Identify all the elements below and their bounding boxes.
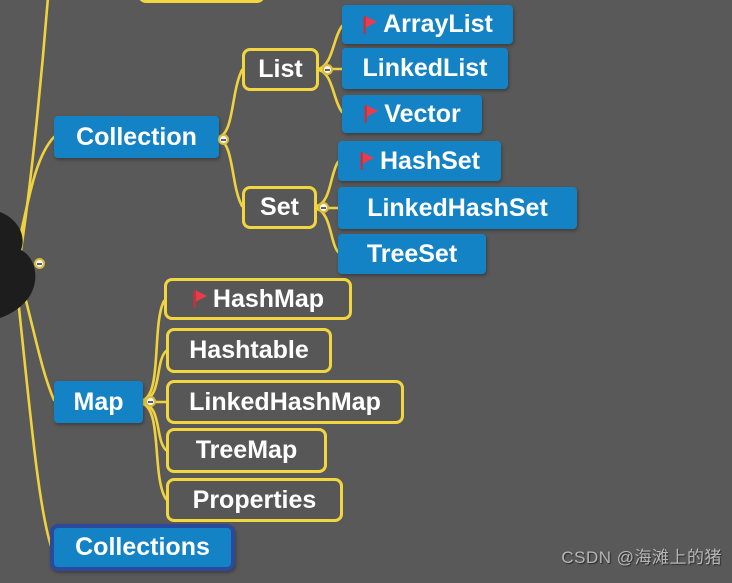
topic-label: Hashtable bbox=[189, 336, 309, 364]
line-set-hashset bbox=[315, 160, 340, 208]
topic-offscreen-edge[interactable] bbox=[138, 0, 265, 3]
flag-icon bbox=[192, 289, 208, 309]
flag-icon bbox=[359, 151, 375, 171]
topic-label: TreeMap bbox=[195, 436, 298, 464]
flag-icon bbox=[363, 104, 379, 124]
topic-label: Map bbox=[73, 387, 124, 416]
topic-label: LinkedHashMap bbox=[189, 387, 381, 416]
topic-map[interactable]: Map bbox=[54, 381, 143, 423]
topic-collection[interactable]: Collection bbox=[54, 116, 219, 158]
topic-treemap[interactable]: TreeMap bbox=[166, 428, 327, 473]
line-map-properties bbox=[141, 402, 168, 501]
watermark-text: CSDN @海滩上的猪 bbox=[561, 548, 722, 567]
topic-hashtable[interactable]: Hashtable bbox=[166, 328, 332, 373]
topic-vector[interactable]: Vector bbox=[342, 95, 482, 133]
topic-label: Vector bbox=[384, 99, 461, 128]
topic-collections[interactable]: Collections bbox=[50, 524, 235, 571]
line-list-vector bbox=[317, 68, 344, 114]
line-collection-list bbox=[217, 68, 244, 139]
topic-label: Collections bbox=[75, 533, 210, 561]
topic-linkedhashset[interactable]: LinkedHashSet bbox=[338, 187, 577, 229]
topic-arraylist[interactable]: ArrayList bbox=[342, 5, 513, 44]
topic-linkedhashmap[interactable]: LinkedHashMap bbox=[166, 380, 404, 424]
collapse-handle-root[interactable] bbox=[34, 258, 45, 269]
watermark: CSDN @海滩上的猪 bbox=[561, 543, 722, 568]
collapse-handle-set[interactable] bbox=[318, 202, 329, 213]
line-list-arraylist bbox=[317, 24, 344, 71]
topic-label: Set bbox=[260, 193, 299, 221]
topic-label: LinkedHashSet bbox=[367, 193, 548, 222]
topic-label: List bbox=[258, 55, 303, 83]
branch-line-collections bbox=[13, 268, 53, 548]
topic-list[interactable]: List bbox=[242, 48, 319, 91]
topic-label: TreeSet bbox=[366, 239, 458, 268]
topic-properties[interactable]: Properties bbox=[166, 478, 343, 522]
collapse-handle-collection[interactable] bbox=[218, 134, 229, 145]
topic-label: HashMap bbox=[212, 284, 325, 313]
topic-label: HashSet bbox=[379, 146, 481, 175]
root-topic[interactable] bbox=[0, 212, 36, 318]
topic-label: Properties bbox=[192, 485, 317, 514]
topic-label: Collection bbox=[76, 122, 197, 151]
flag-icon bbox=[362, 15, 378, 35]
topic-set[interactable]: Set bbox=[242, 186, 317, 229]
topic-label: ArrayList bbox=[383, 10, 493, 38]
collapse-handle-map[interactable] bbox=[145, 396, 156, 407]
line-collection-set bbox=[217, 137, 244, 208]
line-map-hashmap bbox=[141, 299, 166, 402]
topic-treeset[interactable]: TreeSet bbox=[338, 234, 486, 274]
topic-linkedlist[interactable]: LinkedList bbox=[342, 48, 508, 89]
topic-hashmap[interactable]: HashMap bbox=[164, 278, 352, 320]
topic-label: LinkedList bbox=[362, 54, 488, 82]
line-set-treeset bbox=[315, 207, 340, 254]
collapse-handle-list[interactable] bbox=[322, 64, 333, 75]
topic-hashset[interactable]: HashSet bbox=[338, 141, 501, 181]
